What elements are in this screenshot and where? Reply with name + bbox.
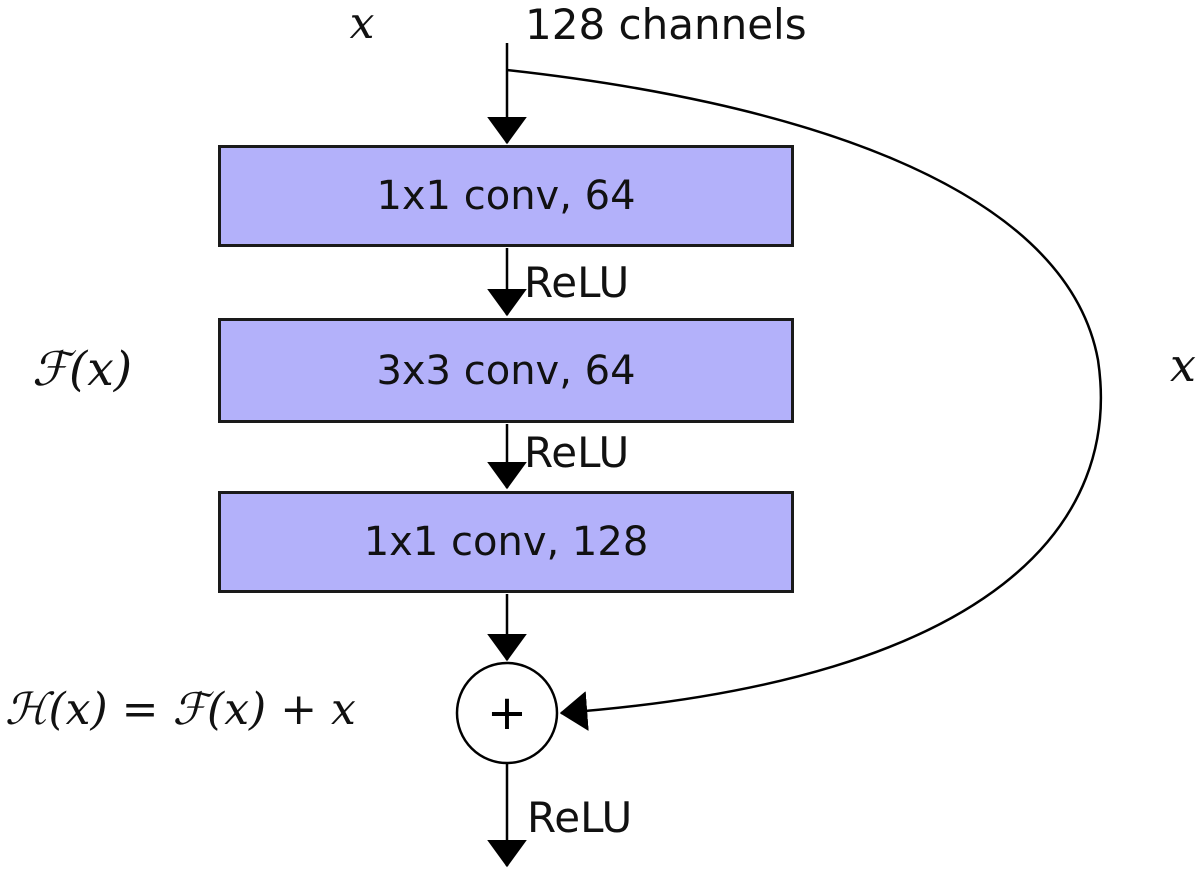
conv-layer-2-label: 3x3 conv, 64 <box>376 347 636 394</box>
conv-layer-2: 3x3 conv, 64 <box>218 318 794 423</box>
relu-label-3: ReLU <box>527 793 633 842</box>
conv-layer-3: 1x1 conv, 128 <box>218 491 794 593</box>
residual-function-label: ℱ(x) <box>32 342 133 397</box>
relu-label-2: ReLU <box>524 428 630 477</box>
skip-x-label: x <box>1170 338 1196 392</box>
plus-icon: + <box>487 685 527 741</box>
relu-label-1: ReLU <box>524 258 630 307</box>
conv-layer-3-label: 1x1 conv, 128 <box>363 519 649 565</box>
input-x-label: x <box>349 0 375 49</box>
adder-circle <box>455 661 559 765</box>
conv-layer-1-label: 1x1 conv, 64 <box>376 173 636 219</box>
conv-layer-1: 1x1 conv, 64 <box>218 145 794 247</box>
output-equation-label: ℋ(x) = ℱ(x) + x <box>5 684 356 735</box>
input-channels-label: 128 channels <box>525 0 807 49</box>
skip-connection-curve <box>506 68 1103 731</box>
